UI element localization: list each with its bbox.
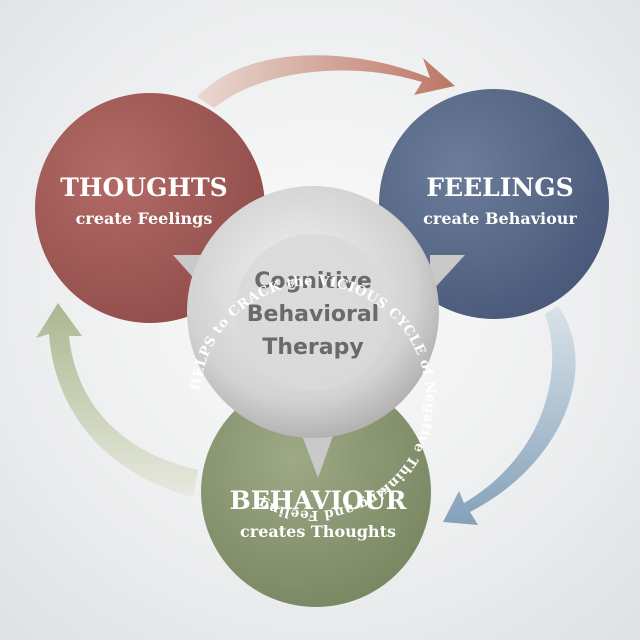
thoughts-subtitle: create Feelings bbox=[76, 209, 213, 228]
feelings-title: FEELINGS bbox=[426, 173, 573, 202]
arrow-thoughts-to-feelings bbox=[197, 55, 455, 108]
center-line-2: Behavioral bbox=[247, 302, 379, 327]
feelings-subtitle: create Behaviour bbox=[423, 209, 577, 228]
center-line-1: Cognitive bbox=[254, 269, 372, 294]
arrow-behaviour-to-thoughts bbox=[36, 303, 198, 497]
node-behaviour: BEHAVIOUR creates Thoughts bbox=[201, 377, 431, 607]
behaviour-subtitle: creates Thoughts bbox=[240, 522, 396, 541]
arrow-feelings-to-behaviour bbox=[443, 306, 576, 525]
behaviour-title: BEHAVIOUR bbox=[230, 486, 407, 515]
center-cbt: Cognitive Behavioral Therapy HELPS to CR… bbox=[187, 186, 439, 523]
center-line-3: Therapy bbox=[262, 335, 363, 360]
thoughts-title: THOUGHTS bbox=[60, 173, 227, 202]
